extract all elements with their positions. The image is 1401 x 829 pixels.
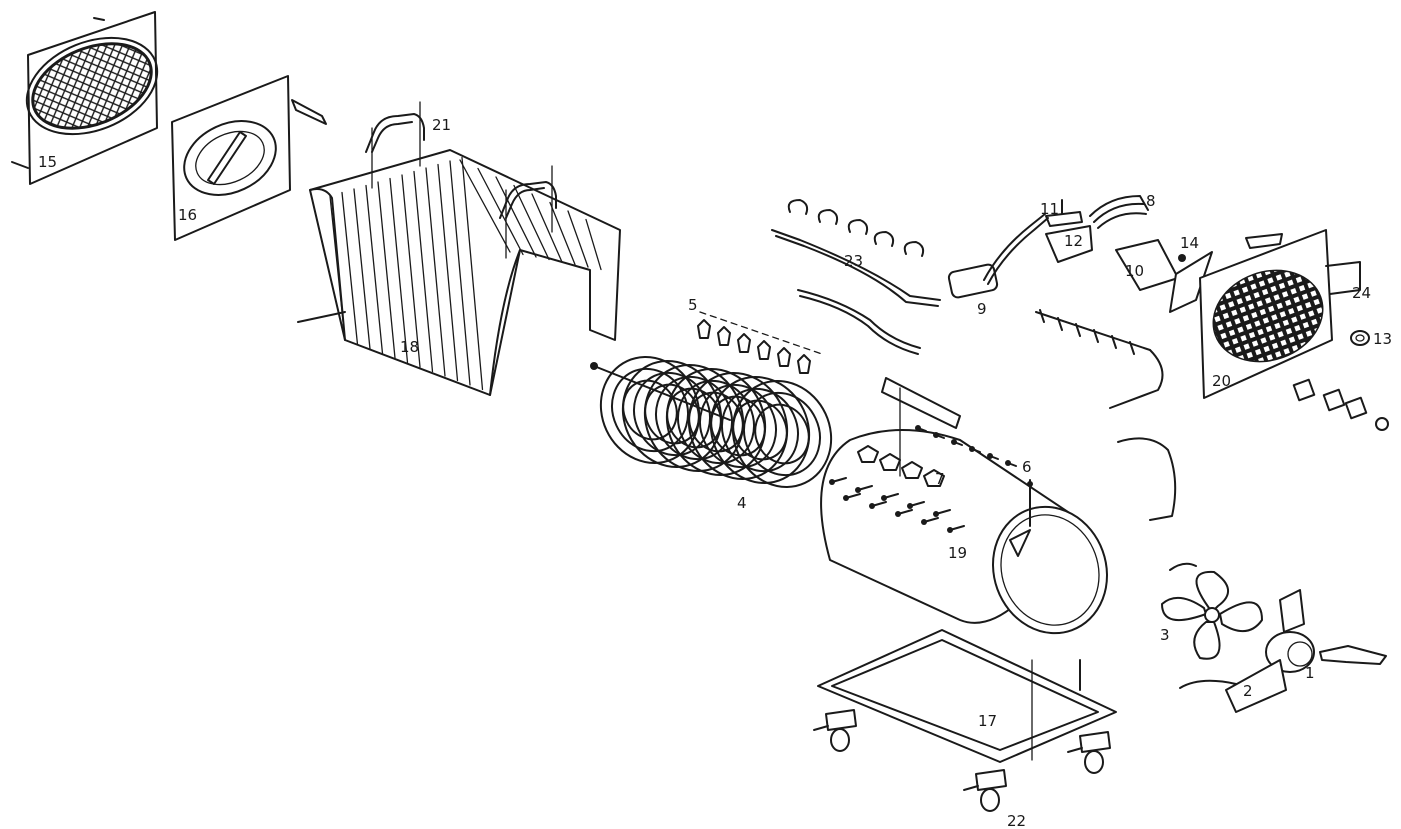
part-label-3: 3 (1160, 626, 1170, 644)
part-label-8: 8 (1146, 192, 1156, 210)
part-label-17: 17 (978, 712, 997, 730)
back-plate (171, 75, 327, 241)
part-label-20: 20 (1212, 372, 1231, 390)
switch-bracket (1045, 199, 1093, 263)
front-grille-panel (1199, 229, 1361, 399)
outer-housing (297, 149, 621, 396)
part-label-18: 18 (400, 338, 419, 356)
part-label-15: 15 (38, 153, 57, 171)
rear-grille-guard (11, 11, 159, 185)
part-labels: 1 2 3 4 5 6 7 8 9 10 11 12 13 14 15 16 1… (38, 116, 1392, 829)
capacitor (947, 213, 1049, 299)
terminal-pins (697, 311, 823, 374)
motor-assembly (1179, 589, 1387, 713)
part-label-24: 24 (1352, 284, 1371, 302)
part-label-13: 13 (1373, 330, 1392, 348)
part-label-23: 23 (844, 252, 863, 270)
wiring-harness (771, 199, 941, 355)
inner-cylinder (820, 377, 1108, 635)
part-label-14: 14 (1180, 234, 1199, 252)
wire-leads (1089, 195, 1149, 229)
part-label-5: 5 (688, 296, 698, 314)
part-label-2: 2 (1243, 682, 1253, 700)
part-label-12: 12 (1064, 232, 1083, 250)
part-label-10: 10 (1125, 262, 1144, 280)
part-label-22: 22 (1007, 812, 1026, 829)
part-label-7: 7 (935, 470, 945, 488)
part-label-1: 1 (1305, 664, 1315, 682)
thermostat (1115, 239, 1213, 313)
part-label-11: 11 (1040, 200, 1059, 218)
part-label-16: 16 (178, 206, 197, 224)
mounting-hardware (1035, 309, 1389, 521)
caster-wheels (813, 659, 1111, 812)
part-label-4: 4 (737, 494, 747, 512)
control-knob (1350, 330, 1370, 346)
part-label-21: 21 (432, 116, 451, 134)
carry-handles (365, 101, 557, 259)
heating-element-coils (590, 356, 833, 488)
part-label-19: 19 (948, 544, 967, 562)
part-label-6: 6 (1022, 458, 1032, 476)
part-label-9: 9 (977, 300, 987, 318)
base-frame (817, 387, 1117, 763)
fan-blade (1161, 562, 1263, 660)
